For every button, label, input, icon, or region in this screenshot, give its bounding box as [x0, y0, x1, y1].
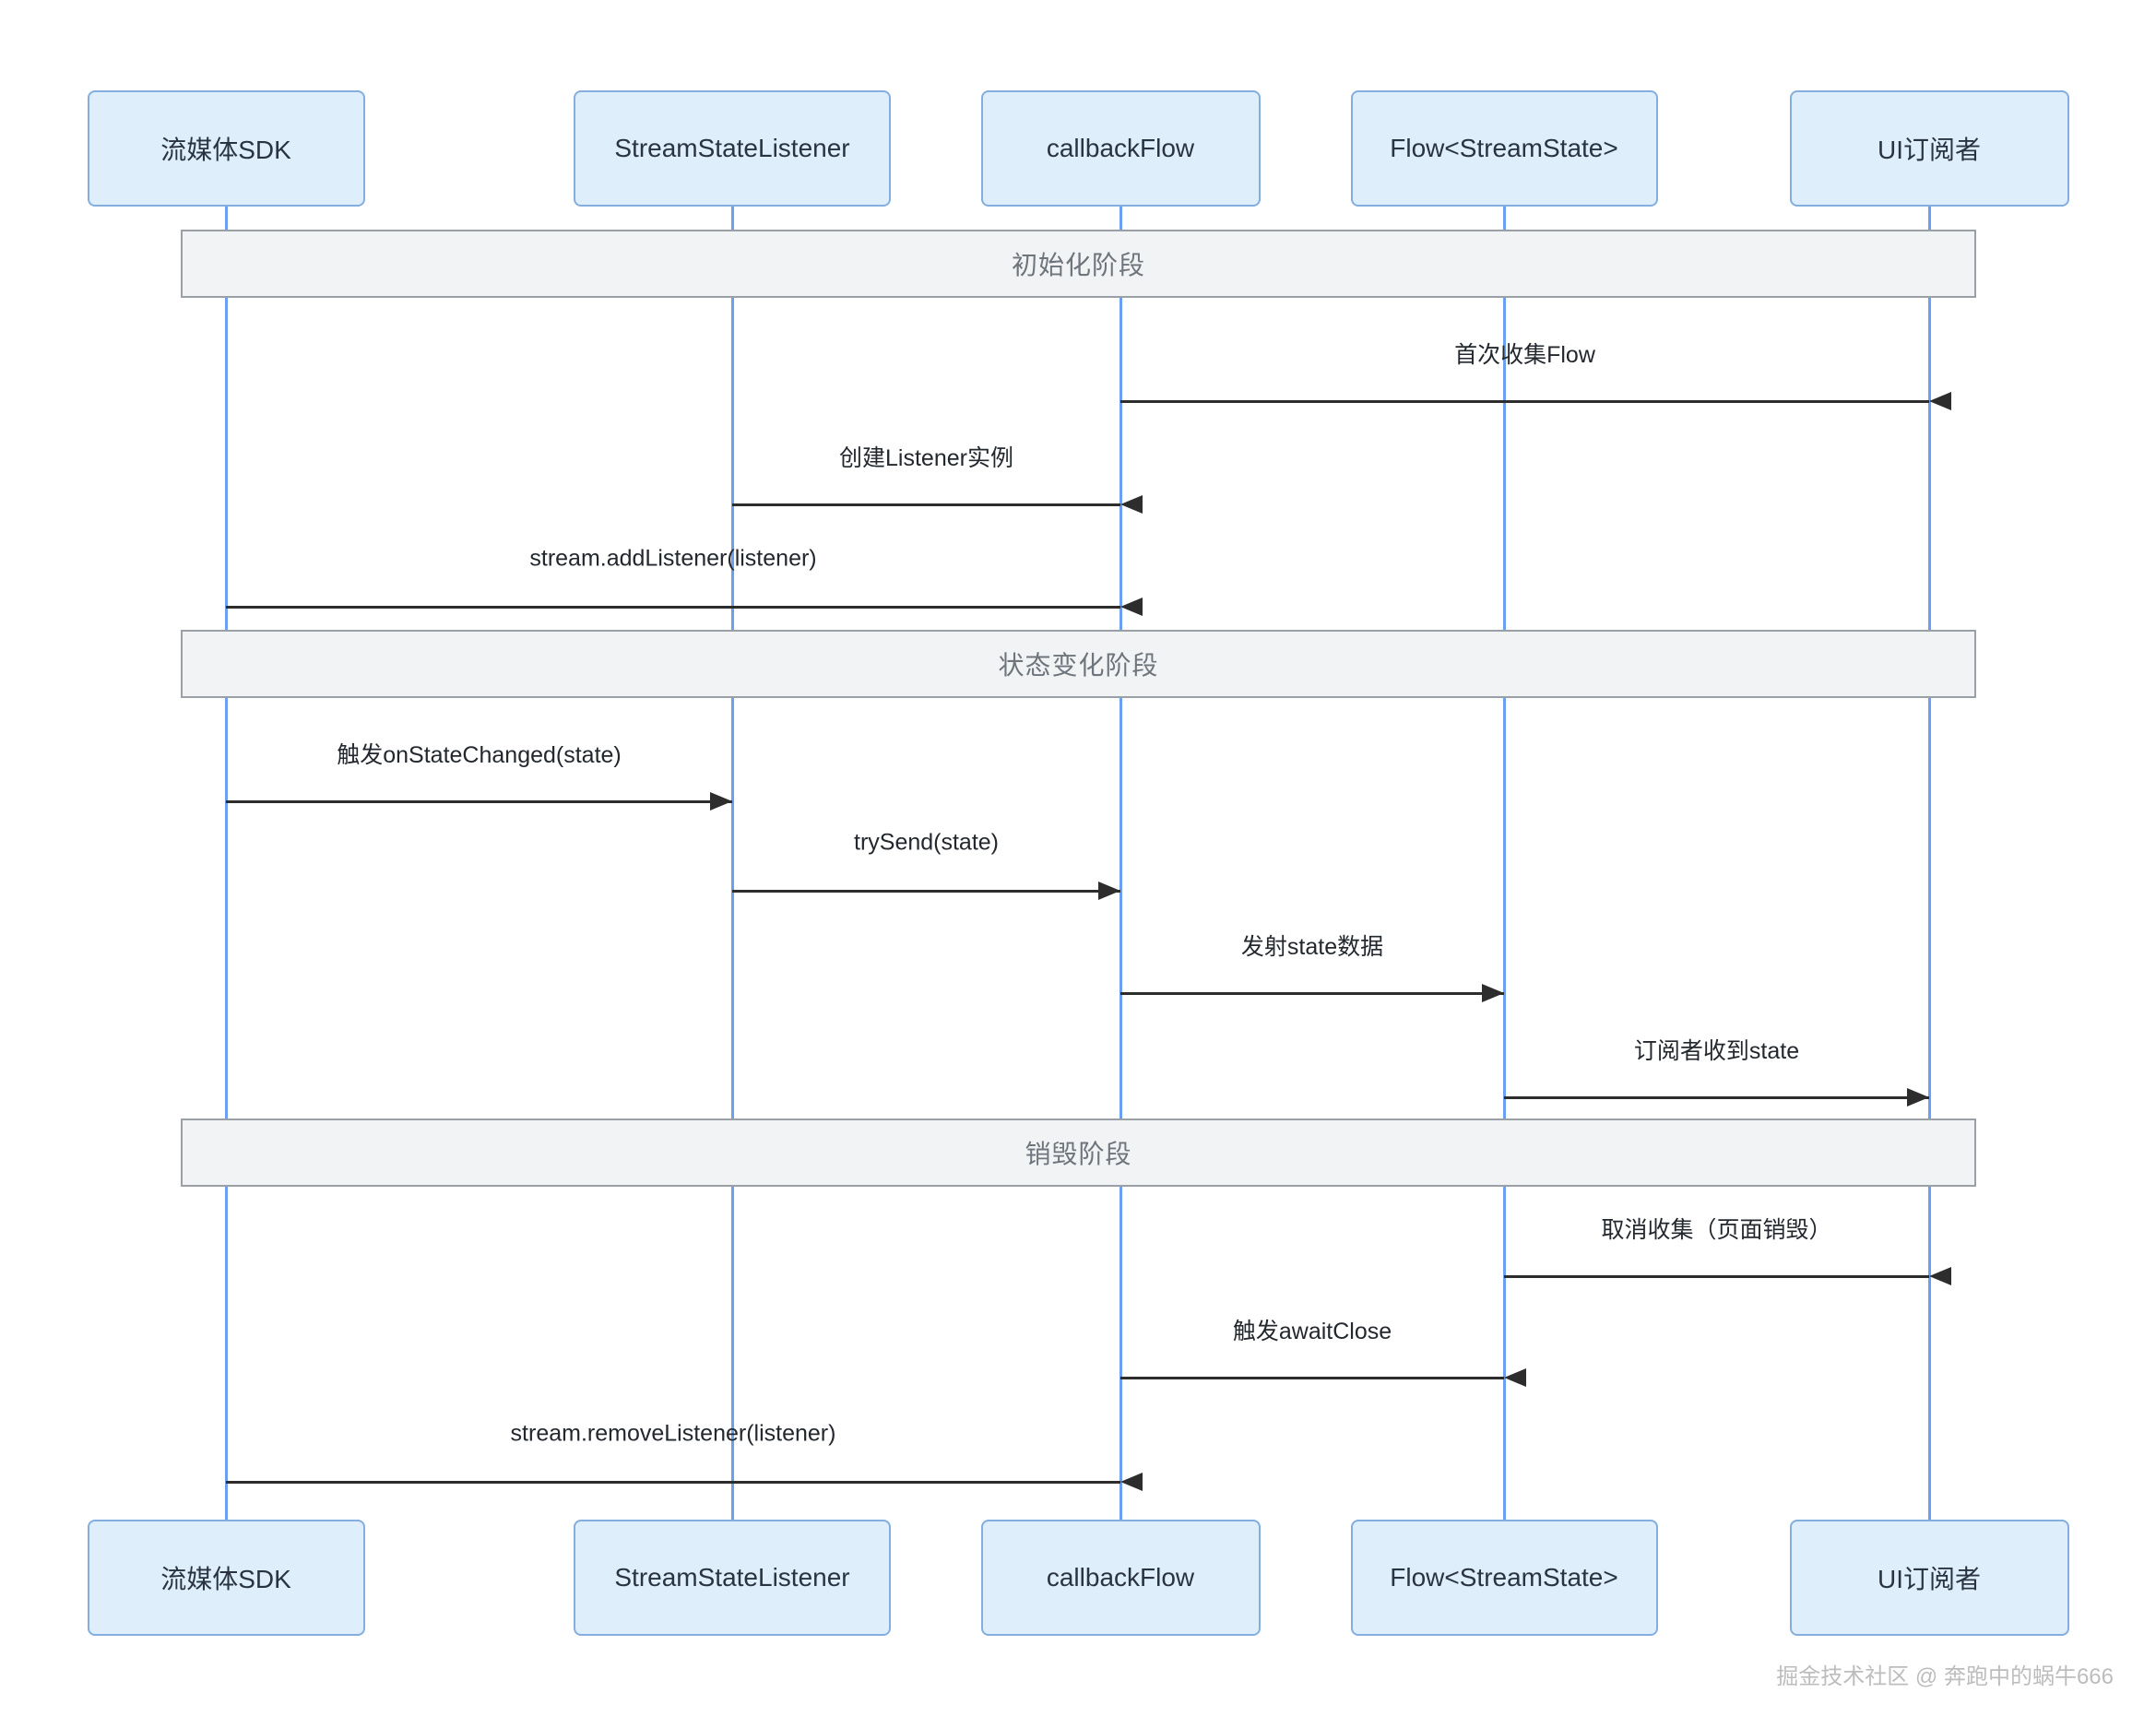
message-label-await-close: 触发awaitClose — [1232, 1319, 1392, 1344]
lifeline-callback-flow — [1119, 205, 1122, 1521]
actor-box-top-callback-flow: callbackFlow — [980, 90, 1261, 207]
message-arrowhead-remove-listener — [1120, 1473, 1143, 1491]
message-arrowhead-create-listener-instance — [1120, 495, 1143, 514]
message-line-await-close — [1120, 1376, 1504, 1379]
message-line-add-listener — [226, 605, 1120, 609]
message-line-create-listener-instance — [732, 503, 1120, 506]
message-label-try-send: trySend(state) — [853, 829, 1000, 856]
message-arrowhead-add-listener — [1120, 598, 1143, 616]
message-label-subscriber-receives-state: 订阅者收到state — [1633, 1038, 1800, 1064]
message-label-add-listener: stream.addListener(listener) — [529, 545, 817, 572]
message-label-remove-listener: stream.removeListener(listener) — [510, 1420, 836, 1447]
actor-box-top-streaming-sdk: 流媒体SDK — [87, 90, 365, 207]
lifeline-streaming-sdk — [224, 205, 228, 1521]
message-line-subscriber-receives-state — [1504, 1095, 1929, 1099]
message-arrowhead-cancel-collect — [1929, 1267, 1951, 1285]
message-line-first-collect-flow — [1120, 399, 1929, 403]
watermark: 掘金技术社区 @ 奔跑中的蜗牛666 — [1776, 1664, 2114, 1689]
actor-box-bottom-ui-subscriber: UI订阅者 — [1789, 1520, 2069, 1636]
message-arrowhead-first-collect-flow — [1929, 392, 1951, 410]
message-line-emit-state — [1120, 991, 1504, 995]
lifeline-flow-stream-state — [1502, 205, 1506, 1521]
message-line-remove-listener — [226, 1480, 1120, 1484]
message-line-on-state-changed — [226, 799, 732, 803]
actor-box-bottom-streaming-sdk: 流媒体SDK — [87, 1520, 365, 1636]
message-label-emit-state: 发射state数据 — [1240, 934, 1384, 960]
actor-box-top-stream-state-listener: StreamStateListener — [574, 90, 891, 207]
message-arrowhead-on-state-changed — [710, 792, 732, 811]
actor-box-bottom-flow-stream-state: Flow<StreamState> — [1350, 1520, 1658, 1636]
actor-box-bottom-callback-flow: callbackFlow — [980, 1520, 1261, 1636]
message-arrowhead-await-close — [1504, 1368, 1526, 1387]
actor-box-bottom-stream-state-listener: StreamStateListener — [574, 1520, 891, 1636]
message-label-on-state-changed: 触发onStateChanged(state) — [337, 742, 622, 768]
lifeline-ui-subscriber — [1927, 205, 1931, 1521]
message-arrowhead-emit-state — [1482, 984, 1504, 1002]
message-label-first-collect-flow: 首次收集Flow — [1454, 342, 1595, 368]
lifeline-stream-state-listener — [730, 205, 734, 1521]
message-label-cancel-collect: 取消收集（页面销毁） — [1601, 1217, 1832, 1243]
phase-band-init: 初始化阶段 — [181, 230, 1976, 298]
message-arrowhead-subscriber-receives-state — [1907, 1088, 1929, 1107]
actor-box-top-ui-subscriber: UI订阅者 — [1789, 90, 2069, 207]
message-arrowhead-try-send — [1098, 882, 1120, 900]
message-line-cancel-collect — [1504, 1274, 1929, 1278]
phase-band-destroy: 销毁阶段 — [181, 1118, 1976, 1187]
phase-band-state-change: 状态变化阶段 — [181, 630, 1976, 698]
actor-box-top-flow-stream-state: Flow<StreamState> — [1350, 90, 1658, 207]
message-line-try-send — [732, 889, 1120, 893]
message-label-create-listener-instance: 创建Listener实例 — [839, 445, 1013, 471]
